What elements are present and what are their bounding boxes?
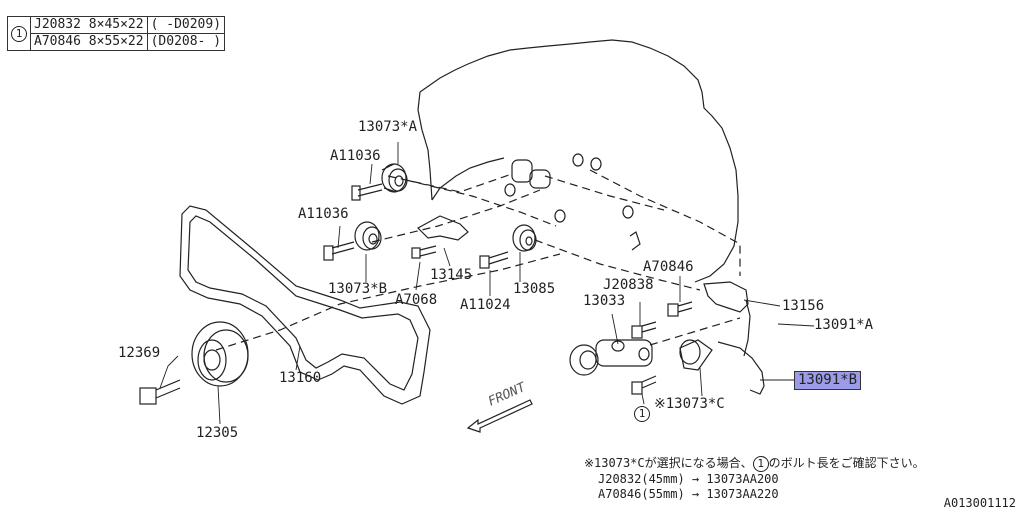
front-arrow bbox=[466, 399, 533, 433]
figure-id: A013001112 bbox=[943, 496, 1016, 510]
timing-belt-13160 bbox=[179, 205, 431, 405]
table-row: 1 J20832 8×45×22 ( -D0209) bbox=[7, 16, 226, 51]
label-a70846[interactable]: A70846 bbox=[643, 259, 694, 275]
idler-pulley-c bbox=[679, 339, 713, 371]
note-line-3: A70846(55mm) → 13073AA220 bbox=[598, 487, 779, 501]
label-a7068[interactable]: A7068 bbox=[395, 292, 438, 308]
engine-block-outline bbox=[419, 39, 739, 283]
label-13033[interactable]: 13033 bbox=[583, 293, 626, 309]
table-range: ( -D0209) bbox=[146, 16, 226, 34]
bolt-a11036-upper bbox=[351, 183, 383, 201]
bolt-a11024 bbox=[479, 251, 509, 269]
label-13073b[interactable]: 13073*B bbox=[328, 281, 388, 297]
bolt-a70846 bbox=[667, 301, 693, 317]
bolt-a11036-lower bbox=[323, 241, 355, 261]
tensioner-13033 bbox=[569, 339, 653, 376]
label-j20838[interactable]: J20838 bbox=[603, 277, 654, 293]
bolt-12369 bbox=[139, 379, 181, 405]
label-13156[interactable]: 13156 bbox=[782, 298, 825, 314]
engine-bosses bbox=[504, 153, 641, 251]
label-13145[interactable]: 13145 bbox=[430, 267, 473, 283]
crank-pulley-12305 bbox=[191, 321, 249, 387]
bolt-j20838 bbox=[631, 321, 657, 339]
label-12369[interactable]: 12369 bbox=[118, 345, 161, 361]
label-13160[interactable]: 13160 bbox=[279, 370, 322, 386]
label-13073a[interactable]: 13073*A bbox=[358, 119, 418, 135]
bolt-ref-1 bbox=[631, 375, 657, 395]
bracket-13156 bbox=[703, 281, 749, 313]
table-ref-mark: 1 bbox=[7, 16, 31, 51]
pulley-13085 bbox=[512, 224, 537, 252]
note-line-2: J20832(45mm) → 13073AA200 bbox=[598, 472, 779, 486]
label-12305[interactable]: 12305 bbox=[196, 425, 239, 441]
label-bolt-ref-1[interactable]: 1 bbox=[634, 406, 650, 422]
parts-table: 1 J20832 8×45×22 ( -D0209) A70846 8×55×2… bbox=[7, 16, 226, 51]
label-13091b-highlighted[interactable]: 13091*B bbox=[794, 371, 862, 390]
table-part-number: J20832 8×45×22 bbox=[30, 16, 148, 34]
engine-block-lower bbox=[431, 157, 505, 201]
label-13085[interactable]: 13085 bbox=[513, 281, 556, 297]
table-range: (D0208- ) bbox=[146, 33, 226, 51]
idler-pulley-b bbox=[354, 221, 382, 251]
label-13073c[interactable]: ※13073*C bbox=[654, 396, 725, 412]
label-a11024[interactable]: A11024 bbox=[460, 297, 511, 313]
idler-pulley-a bbox=[381, 163, 408, 193]
bolt-a7068 bbox=[411, 245, 437, 259]
table-part-number: A70846 8×55×22 bbox=[30, 33, 148, 51]
bracket-13091b bbox=[717, 341, 765, 395]
label-13091a[interactable]: 13091*A bbox=[814, 317, 874, 333]
label-a11036-lower[interactable]: A11036 bbox=[298, 206, 349, 222]
label-a11036-upper[interactable]: A11036 bbox=[330, 148, 381, 164]
table-row: A70846 8×55×22 (D0208- ) bbox=[8, 33, 226, 51]
bracket-13145 bbox=[417, 215, 469, 241]
